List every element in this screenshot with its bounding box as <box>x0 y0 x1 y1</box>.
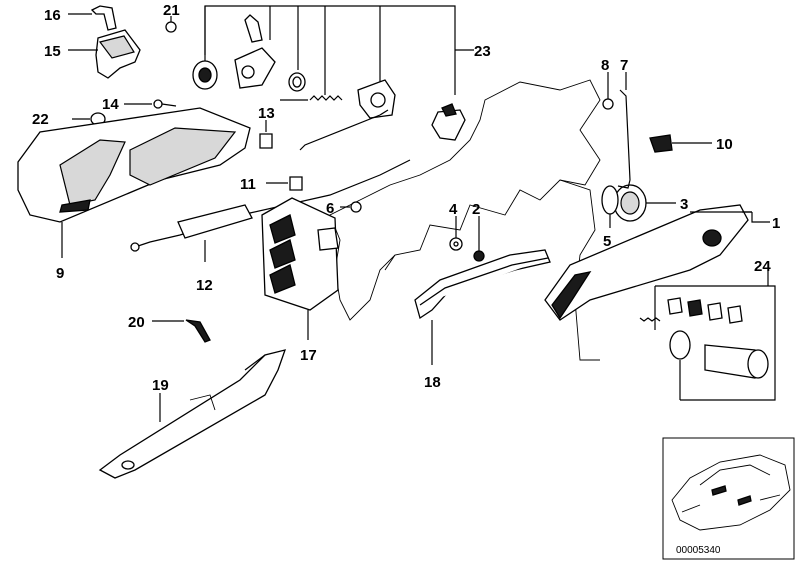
callout-9: 9 <box>56 265 64 282</box>
part-1-outer-handle[interactable]: 1 <box>544 204 780 321</box>
callout-18: 18 <box>424 374 441 391</box>
part-7-rod[interactable]: 7 <box>617 57 631 189</box>
callout-15: 15 <box>44 43 61 60</box>
callout-14: 14 <box>102 96 119 113</box>
callout-20: 20 <box>128 314 145 331</box>
part-17-handle-carrier[interactable]: 17 <box>261 197 339 364</box>
part-14-screw[interactable]: 14 <box>102 96 177 113</box>
callout-8: 8 <box>601 57 609 74</box>
part-2-screw[interactable]: 2 <box>472 201 485 262</box>
callout-5: 5 <box>603 233 611 250</box>
callout-11: 11 <box>240 176 256 193</box>
part-23-lock-mechanism[interactable]: 23 <box>192 5 491 151</box>
callout-7: 7 <box>620 57 628 74</box>
callout-10: 10 <box>716 136 733 153</box>
part-11-clip[interactable]: 11 <box>240 176 303 193</box>
part-21-nut[interactable]: 21 <box>163 2 180 33</box>
part-13-clip[interactable]: 13 <box>258 105 275 149</box>
callout-19: 19 <box>152 377 169 394</box>
part-8-nut[interactable]: 8 <box>601 57 614 110</box>
part-19-bracket[interactable]: 19 <box>98 349 287 479</box>
reference-code: 00005340 <box>676 545 721 556</box>
callout-21: 21 <box>163 2 180 19</box>
part-16-clip[interactable]: 16 <box>44 5 117 31</box>
part-5-gasket[interactable]: 5 <box>601 185 619 250</box>
callout-2: 2 <box>472 201 480 218</box>
callout-12: 12 <box>196 277 213 294</box>
part-3-bezel[interactable]: 3 <box>613 184 688 222</box>
door-panel-outline <box>329 79 601 361</box>
part-10-clip[interactable]: 10 <box>649 134 733 153</box>
part-24-lock-cylinder-set[interactable]: 24 <box>639 258 776 401</box>
callout-6: 6 <box>326 200 334 217</box>
part-15-bracket[interactable]: 15 <box>44 29 141 79</box>
part-12-cable[interactable]: 12 <box>130 159 411 294</box>
part-18-handle-gasket[interactable]: 18 <box>414 249 551 391</box>
callout-13: 13 <box>258 105 275 122</box>
part-4-washer[interactable]: 4 <box>449 201 463 251</box>
callout-1: 1 <box>772 215 780 232</box>
callout-22: 22 <box>32 111 49 128</box>
callout-23: 23 <box>474 43 491 60</box>
part-20-screw[interactable]: 20 <box>128 314 211 343</box>
vehicle-location-inset: 00005340 <box>662 437 795 560</box>
part-9-inner-handle-trim[interactable]: 9 <box>17 107 251 282</box>
callout-4: 4 <box>449 201 458 218</box>
callout-16: 16 <box>44 7 61 24</box>
callout-3: 3 <box>680 196 688 213</box>
callout-17: 17 <box>300 347 317 364</box>
part-6-nut[interactable]: 6 <box>326 200 362 217</box>
callout-24: 24 <box>754 258 771 275</box>
